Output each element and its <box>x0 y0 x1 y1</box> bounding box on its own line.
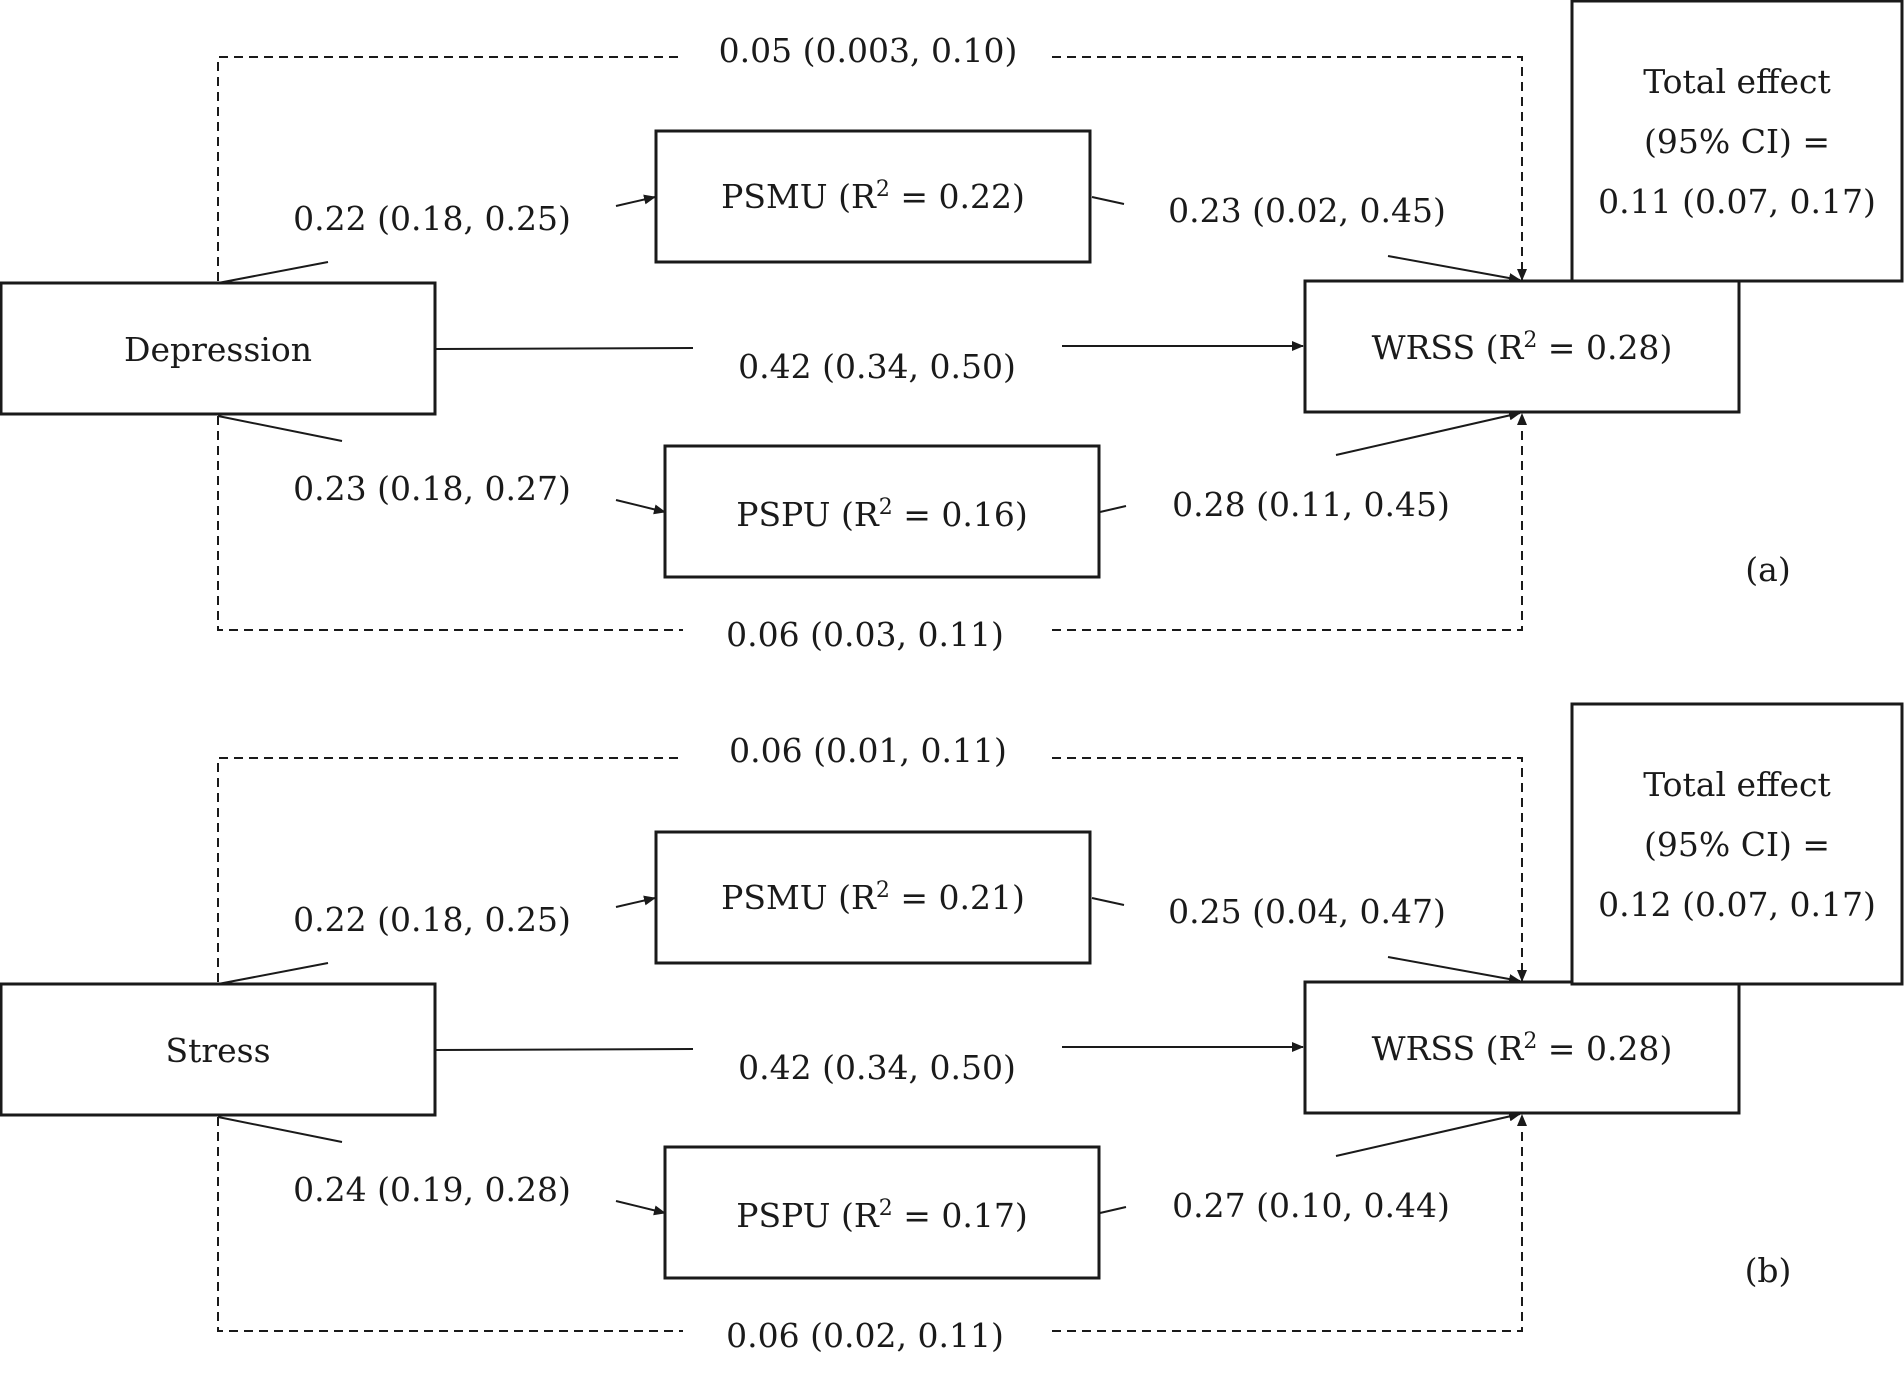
mediator-bottom-node: PSPU (R2 = 0.17) <box>663 1145 1101 1280</box>
outcome-node: WRSS (R2 = 0.28) <box>1303 279 1741 414</box>
bottom-to-out-arrow-tail <box>1099 1206 1127 1214</box>
indirect-bottom-path-right <box>1052 1114 1527 1332</box>
indirect-bottom-path-left <box>217 416 683 631</box>
outcome-node: WRSS (R2 = 0.28) <box>1303 980 1741 1115</box>
panel-a: 0.05 (0.003, 0.10) 0.06 (0.03, 0.11) 0.2… <box>0 0 1904 654</box>
pred-to-bottom-arrow-tail <box>217 1116 343 1143</box>
indirect-top-label: 0.06 (0.01, 0.11) <box>729 731 1007 770</box>
pred-to-top-arrow-head <box>615 194 656 207</box>
mediator-top-node: PSMU (R2 = 0.22) <box>654 129 1092 264</box>
panel-tag: (a) <box>1745 550 1790 589</box>
pred-to-top-label: 0.22 (0.18, 0.25) <box>293 900 571 939</box>
bottom-to-out-label: 0.27 (0.10, 0.44) <box>1172 1186 1450 1225</box>
mediator-bottom-node: PSPU (R2 = 0.16) <box>663 444 1101 579</box>
indirect-bottom-label: 0.06 (0.03, 0.11) <box>726 615 1004 654</box>
pred-to-bottom-arrow-tail <box>217 415 343 442</box>
pred-to-top-arrow-tail <box>217 962 329 985</box>
svg-text:(95% CI) =: (95% CI) = <box>1644 122 1830 161</box>
top-to-out-arrow-tail <box>1091 196 1125 205</box>
svg-text:(95% CI) =: (95% CI) = <box>1644 825 1830 864</box>
pred-to-bottom-arrow-head <box>615 1200 666 1216</box>
pred-to-top-label: 0.22 (0.18, 0.25) <box>293 199 571 238</box>
pred-to-bottom-label: 0.23 (0.18, 0.27) <box>293 469 571 508</box>
svg-text:WRSS (R2 = 0.28): WRSS (R2 = 0.28) <box>1372 1029 1673 1069</box>
pred-to-top-arrow-tail <box>217 261 329 284</box>
direct-label: 0.42 (0.34, 0.50) <box>738 1048 1016 1087</box>
svg-text:WRSS (R2 = 0.28): WRSS (R2 = 0.28) <box>1372 328 1673 368</box>
pred-to-bottom-label: 0.24 (0.19, 0.28) <box>293 1170 571 1209</box>
indirect-bottom-path-right <box>1052 413 1527 631</box>
top-to-out-label: 0.25 (0.04, 0.47) <box>1168 892 1446 931</box>
svg-text:Depression: Depression <box>124 330 312 369</box>
pred-to-top-arrow-head <box>615 895 656 908</box>
mediator-top-node: PSMU (R2 = 0.21) <box>654 830 1092 965</box>
direct-arrow-tail <box>435 347 694 350</box>
panel-b: 0.06 (0.01, 0.11) 0.06 (0.02, 0.11) 0.22… <box>0 702 1904 1355</box>
indirect-top-path-right <box>1052 757 1527 982</box>
total-effect-box: Total effect (95% CI) = 0.12 (0.07, 0.17… <box>1570 702 1904 986</box>
top-to-out-label: 0.23 (0.02, 0.45) <box>1168 191 1446 230</box>
indirect-top-path-left <box>217 757 683 982</box>
svg-text:0.12 (0.07, 0.17): 0.12 (0.07, 0.17) <box>1598 885 1876 924</box>
svg-text:PSPU (R2 = 0.16): PSPU (R2 = 0.16) <box>736 495 1027 535</box>
bottom-to-out-arrow-tail <box>1099 505 1127 513</box>
bottom-to-out-arrow-head <box>1335 1111 1521 1157</box>
svg-text:0.11 (0.07, 0.17): 0.11 (0.07, 0.17) <box>1598 182 1876 221</box>
top-to-out-arrow-head <box>1387 255 1521 283</box>
direct-label: 0.42 (0.34, 0.50) <box>738 347 1016 386</box>
svg-text:Total effect: Total effect <box>1643 62 1831 101</box>
svg-text:PSPU (R2 = 0.17): PSPU (R2 = 0.17) <box>736 1196 1027 1236</box>
svg-text:Stress: Stress <box>165 1031 270 1070</box>
bottom-to-out-arrow-head <box>1335 410 1521 456</box>
bottom-to-out-label: 0.28 (0.11, 0.45) <box>1172 485 1450 524</box>
direct-arrow-tail <box>435 1048 694 1051</box>
indirect-top-path-left <box>217 56 683 281</box>
top-to-out-arrow-tail <box>1091 897 1125 906</box>
predictor-node: Stress <box>0 982 437 1117</box>
indirect-bottom-label: 0.06 (0.02, 0.11) <box>726 1316 1004 1355</box>
panel-tag: (b) <box>1745 1251 1792 1290</box>
indirect-top-path-right <box>1052 56 1527 281</box>
total-effect-box: Total effect (95% CI) = 0.11 (0.07, 0.17… <box>1570 0 1904 283</box>
pred-to-bottom-arrow-head <box>615 499 666 515</box>
svg-text:Total effect: Total effect <box>1643 765 1831 804</box>
indirect-bottom-path-left <box>217 1117 683 1332</box>
svg-text:PSMU (R2 = 0.22): PSMU (R2 = 0.22) <box>721 177 1025 217</box>
svg-text:PSMU (R2 = 0.21): PSMU (R2 = 0.21) <box>721 878 1025 918</box>
indirect-top-label: 0.05 (0.003, 0.10) <box>719 31 1018 70</box>
predictor-node: Depression <box>0 281 437 416</box>
top-to-out-arrow-head <box>1387 956 1521 984</box>
